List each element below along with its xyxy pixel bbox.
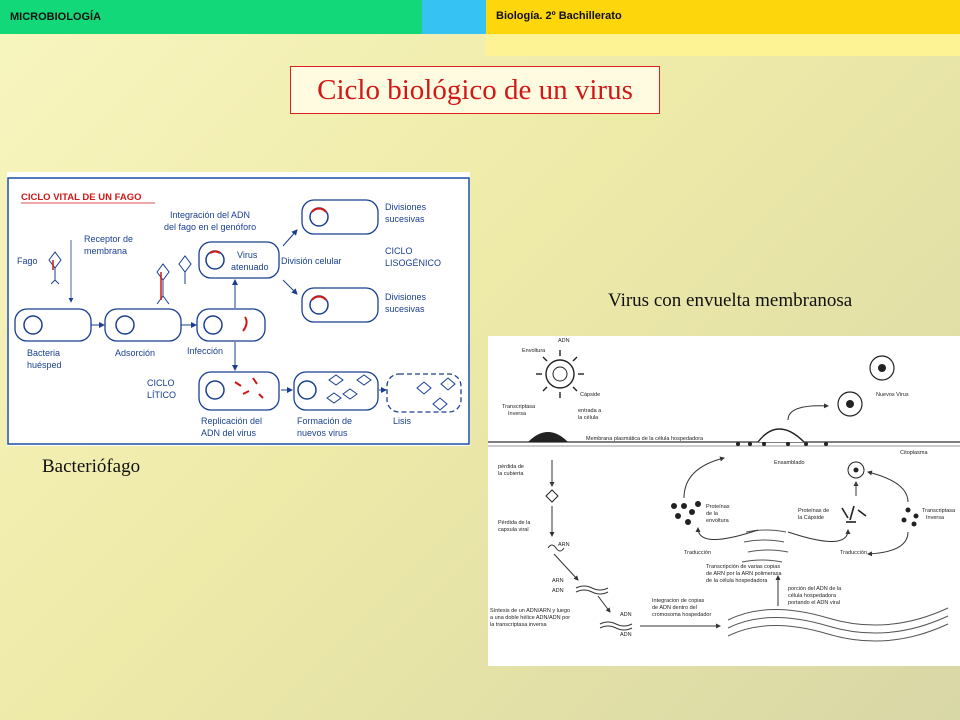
- svg-text:ADN del virus: ADN del virus: [201, 428, 257, 438]
- svg-text:Inversa: Inversa: [926, 515, 945, 521]
- svg-text:cromosoma hospedador: cromosoma hospedador: [652, 612, 711, 618]
- caption-bacteriophage: Bacteriófago: [42, 456, 141, 477]
- label-integracion: Integración del ADN: [170, 210, 250, 220]
- label-sintesis: Síntesis de un ADN/ARN y luego: [490, 608, 570, 614]
- header-bar-pale-yellow: [486, 34, 960, 56]
- label-envoltura: Envoltura: [522, 348, 546, 354]
- label-integracion: Integracion de copias: [652, 598, 705, 604]
- header-bar-blue: [422, 0, 486, 34]
- svg-text:sucesivas: sucesivas: [385, 214, 425, 224]
- label-entrada: entrada a: [578, 408, 602, 414]
- svg-text:a una doble hélice ADN/ADN por: a una doble hélice ADN/ADN por: [490, 615, 570, 621]
- label-adsorcion: Adsorción: [115, 348, 155, 358]
- header-subject: MICROBIOLOGÍA: [10, 11, 102, 23]
- svg-text:sucesivas: sucesivas: [385, 304, 425, 314]
- label-infeccion: Infección: [187, 346, 223, 356]
- label-porcion: porción del ADN de la: [788, 586, 842, 592]
- label-transcripcion: Transcripción de varias copias: [706, 564, 780, 570]
- label-lisis: Lisis: [393, 416, 412, 426]
- svg-text:nuevos virus: nuevos virus: [297, 428, 348, 438]
- svg-text:la cubierta: la cubierta: [498, 471, 524, 477]
- label-perdida-cubierta: pérdida de: [498, 464, 524, 470]
- label-traduccion-right: Traducción: [840, 550, 867, 556]
- label-ciclo-lisogenico: CICLO: [385, 246, 413, 256]
- caption-enveloped-virus: Virus con envuelta membranosa: [608, 290, 853, 311]
- label-virus-atenuado: Virus: [237, 250, 258, 260]
- label-replicacion: Replicación del: [201, 416, 262, 426]
- label-arn-2: ARN: [552, 578, 564, 584]
- label-adn-3: ADN: [620, 612, 632, 618]
- label-perdida-capsula: Pérdida de la: [498, 520, 531, 526]
- label-transcriptasa: Transcriptasa: [502, 404, 536, 410]
- svg-text:Inversa: Inversa: [508, 411, 527, 417]
- label-divisiones-bottom: Divisiones: [385, 292, 427, 302]
- header-bar-yellow: [486, 0, 960, 34]
- header-course: Biología. 2º Bachillerato: [496, 10, 622, 22]
- svg-text:de ARN por la ARN polimerasa: de ARN por la ARN polimerasa: [706, 571, 782, 577]
- label-ciclo-litico: CICLO: [147, 378, 175, 388]
- label-division: División celular: [281, 256, 342, 266]
- svg-text:de la: de la: [706, 511, 719, 517]
- svg-text:la transcriptasa inversa: la transcriptasa inversa: [490, 622, 547, 628]
- svg-text:membrana: membrana: [84, 246, 127, 256]
- svg-text:LÍTICO: LÍTICO: [147, 390, 176, 400]
- svg-text:envoltura: envoltura: [706, 518, 730, 524]
- phage-cycle-diagram: CICLO VITAL DE UN FAGO: [7, 172, 470, 446]
- label-ensamblado: Ensamblado: [774, 460, 805, 466]
- svg-text:capsula viral: capsula viral: [498, 527, 529, 533]
- label-capside: Cápside: [580, 392, 600, 398]
- label-membrana: Membrana plasmática de la célula hospeda…: [586, 436, 704, 442]
- svg-text:huésped: huésped: [27, 360, 62, 370]
- page-title: Ciclo biológico de un virus: [290, 66, 660, 114]
- label-adn-2: ADN: [552, 588, 564, 594]
- label-divisiones-top: Divisiones: [385, 202, 427, 212]
- label-transcriptasa-b: Transcriptasa: [922, 508, 956, 514]
- svg-text:la célula: la célula: [578, 415, 599, 421]
- label-bacteria: Bacteria: [27, 348, 60, 358]
- label-nuevos-virus: Nuevos Virus: [876, 392, 909, 398]
- svg-text:la Cápside: la Cápside: [798, 515, 824, 521]
- svg-text:atenuado: atenuado: [231, 262, 269, 272]
- label-traduccion-left: Traducción: [684, 550, 711, 556]
- label-adn-4: ADN: [620, 632, 632, 638]
- svg-text:de la célula hospedadora: de la célula hospedadora: [706, 578, 768, 584]
- label-arn: ARN: [558, 542, 570, 548]
- label-fago: Fago: [17, 256, 38, 266]
- svg-text:LISOGÉNICO: LISOGÉNICO: [385, 258, 441, 268]
- label-adn: ADN: [558, 338, 570, 344]
- header-bar-green: [0, 0, 422, 34]
- label-receptor: Receptor de: [84, 234, 133, 244]
- label-proteinas-envoltura: Proteínas: [706, 504, 730, 510]
- enveloped-virus-diagram: ADN Envoltura Cápside Transcriptasa Inve…: [488, 336, 960, 666]
- svg-text:del fago en el genóforo: del fago en el genóforo: [164, 222, 256, 232]
- svg-text:de ADN dentro del: de ADN dentro del: [652, 605, 697, 611]
- label-proteinas-capside: Proteínas de: [798, 508, 829, 514]
- svg-text:portando el ADN viral: portando el ADN viral: [788, 600, 840, 606]
- label-citoplasma: Citoplasma: [900, 450, 928, 456]
- label-formacion: Formación de: [297, 416, 352, 426]
- phage-title: CICLO VITAL DE UN FAGO: [21, 192, 142, 203]
- svg-text:célula hospedadora: célula hospedadora: [788, 593, 837, 599]
